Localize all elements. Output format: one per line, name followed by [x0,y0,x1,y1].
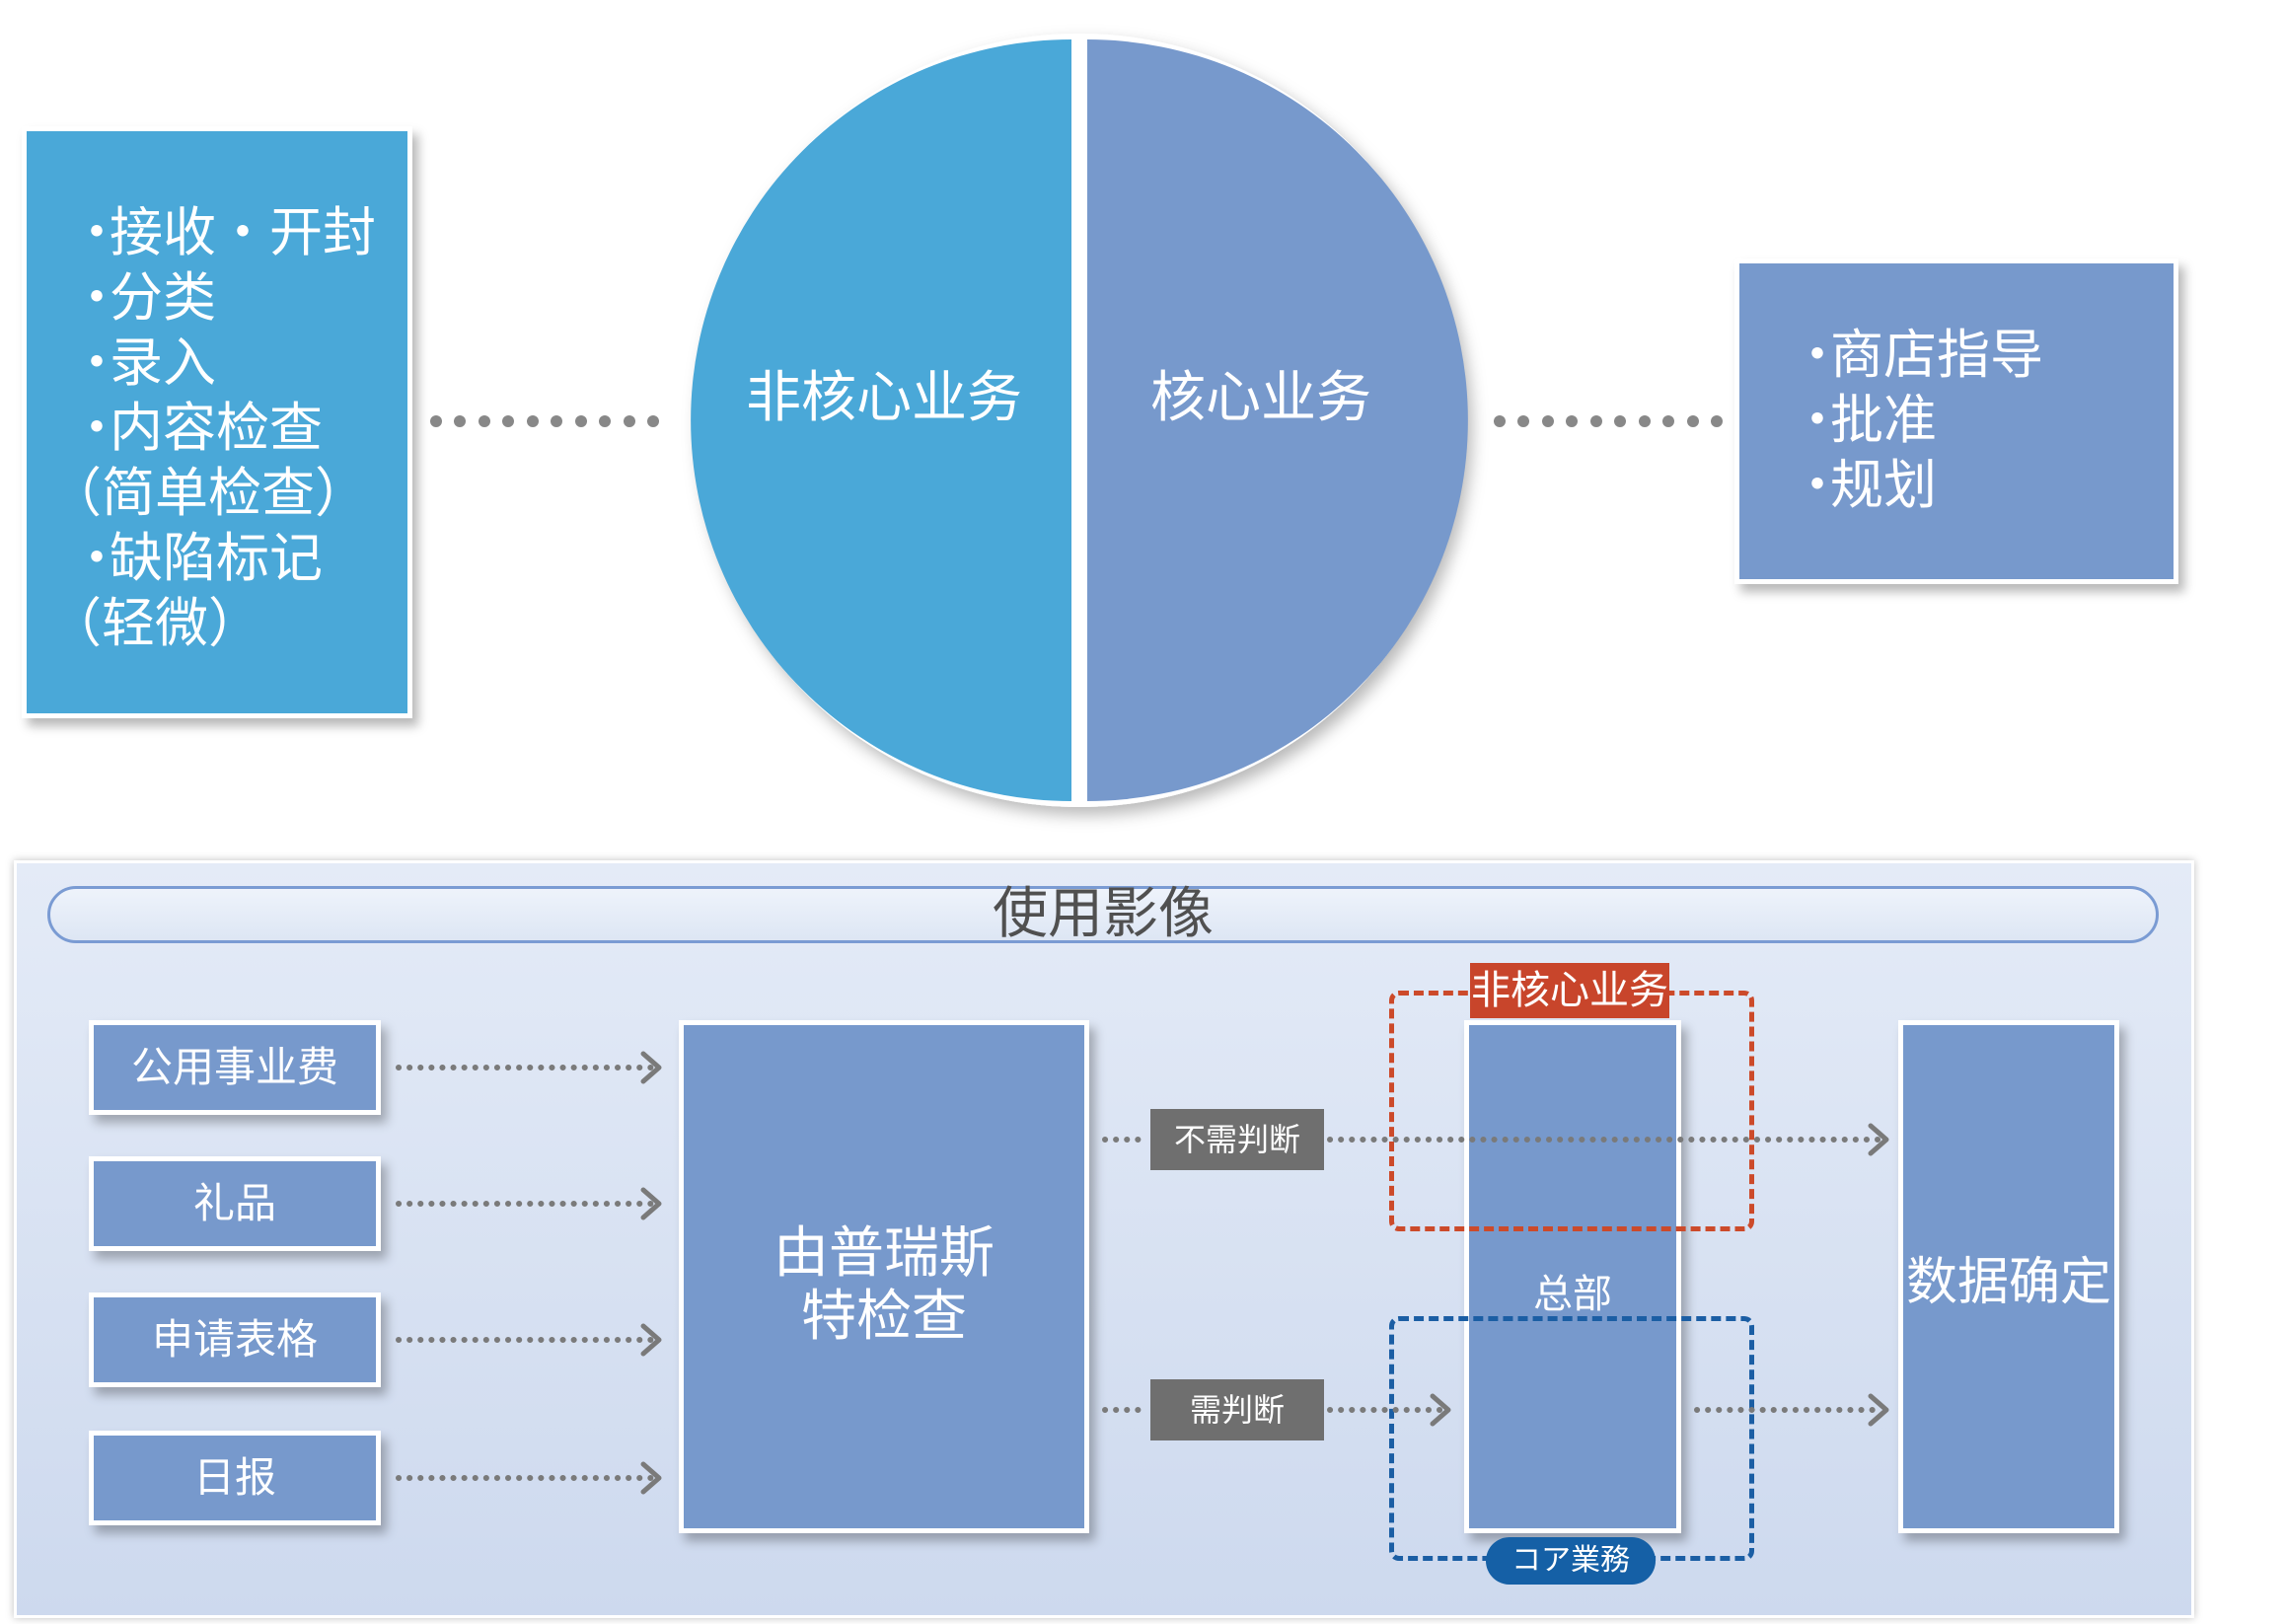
judgement-required-tag: 需判断 [1150,1379,1324,1440]
data-confirm-label: 数据确定 [1905,1253,2111,1312]
non-core-region [1389,991,1754,1231]
list-item: ・缺陷标记 [70,527,323,589]
list-item: ・规划 [1791,454,1937,516]
no-judgement-tag: 不需判断 [1150,1109,1324,1170]
non-core-label: 非核心业务 [746,366,1022,430]
core-task-list: ・商店指导 ・批准 ・规划 [1734,258,2178,584]
list-item: ・录入 [70,332,216,394]
headquarters-label: 总部 [1533,1272,1612,1317]
non-core-region-label: 非核心业务 [1470,963,1669,1018]
core-half [1087,39,1468,801]
core-region-label: コア業務 [1486,1537,1656,1585]
source-application-form: 申请表格 [89,1292,381,1387]
list-item: ・接收・开封 [70,201,376,263]
connector-right [1494,414,1723,428]
source-utility-bill: 公用事业费 [89,1020,381,1115]
business-split-circle: 非核心业务 核心业务 [685,22,1474,811]
inspection-line-1: 由普瑞斯 [774,1221,995,1286]
source-gift: 礼品 [89,1156,381,1251]
inspection-box: 由普瑞斯 特检查 [679,1020,1089,1533]
list-item: ・商店指导 [1791,324,2043,386]
list-item-note: （简单检查） [48,462,368,524]
inspection-line-2: 特检查 [801,1285,967,1349]
panel-title-bar [47,886,2159,943]
core-region [1389,1316,1754,1561]
connector-left [430,414,659,428]
panel-title: 使用影像 [993,882,1214,946]
non-core-task-list: ・接收・开封 ・分类 ・录入 ・内容检查 （简单检查） ・缺陷标记 （轻微） [22,126,412,718]
source-daily-report: 日报 [89,1431,381,1525]
list-item: ・分类 [70,266,216,329]
list-item: ・内容检查 [70,397,323,459]
headquarters-box: 总部 [1464,1020,1681,1533]
list-item: ・批准 [1791,389,1937,451]
core-label: 核心业务 [1150,366,1371,430]
non-core-half [691,39,1071,801]
data-confirm-box: 数据确定 [1898,1020,2119,1533]
list-item-note: （轻微） [48,592,261,654]
